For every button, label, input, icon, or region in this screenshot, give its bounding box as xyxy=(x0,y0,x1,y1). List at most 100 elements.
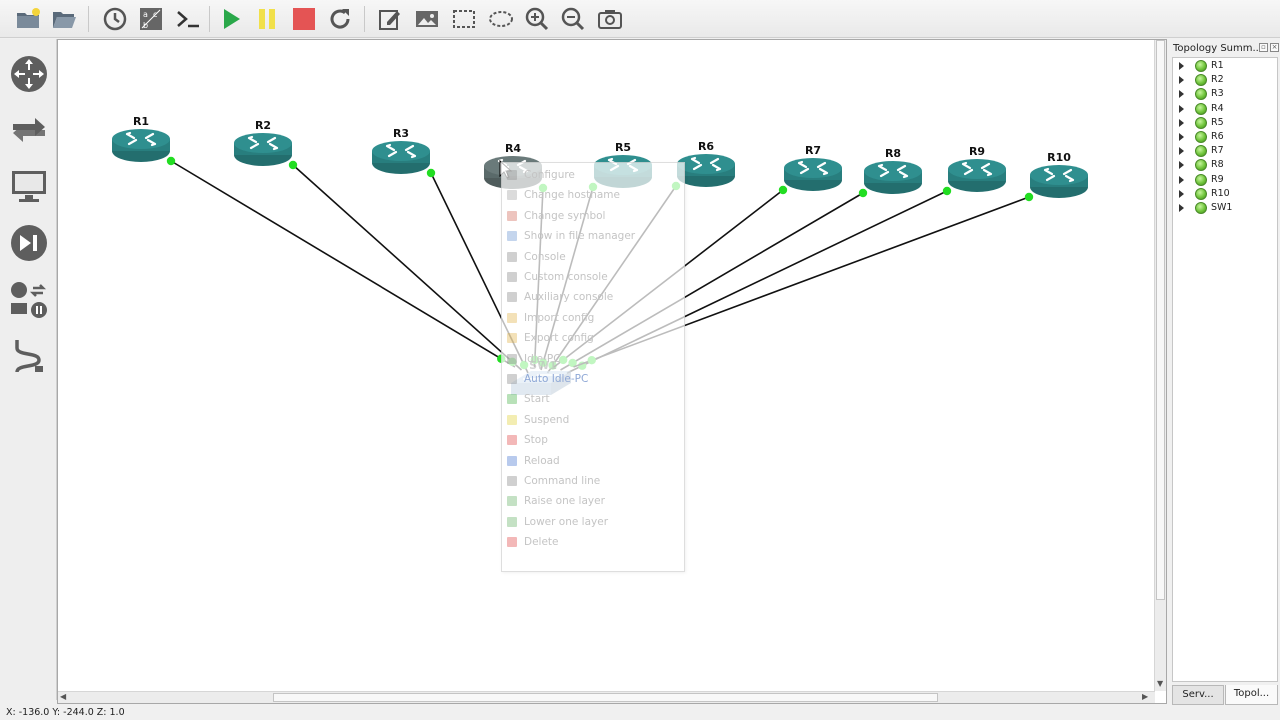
context-menu-item[interactable]: Configure xyxy=(502,165,684,185)
context-menu-item[interactable]: Suspend xyxy=(502,410,684,430)
router-node[interactable]: R6 xyxy=(677,140,735,187)
router-node[interactable]: R9 xyxy=(948,145,1006,192)
link-status-dot xyxy=(166,156,176,166)
context-menu-item[interactable]: Auto Idle-PC xyxy=(502,369,684,389)
context-menu-item[interactable]: Import config xyxy=(502,308,684,328)
expand-arrow-icon[interactable] xyxy=(1179,175,1184,184)
menu-item-icon xyxy=(507,476,517,486)
context-menu-item[interactable]: Custom console xyxy=(502,267,684,287)
draw-ellipse-button[interactable] xyxy=(485,3,517,35)
expand-arrow-icon[interactable] xyxy=(1179,161,1184,170)
tab-topology[interactable]: Topol... xyxy=(1225,685,1278,705)
tree-item[interactable]: R4 xyxy=(1173,102,1277,116)
router-node[interactable]: R1 xyxy=(112,115,170,162)
tree-item[interactable]: R10 xyxy=(1173,187,1277,201)
vertical-scrollbar[interactable]: ▼ xyxy=(1154,40,1166,691)
link-line[interactable] xyxy=(292,164,523,371)
context-menu-item[interactable]: Change symbol xyxy=(502,206,684,226)
context-menu-item[interactable]: Stop xyxy=(502,430,684,450)
expand-arrow-icon[interactable] xyxy=(1179,204,1184,212)
new-project-button[interactable] xyxy=(12,3,44,35)
tree-item[interactable]: R5 xyxy=(1173,116,1277,130)
router-node[interactable]: R2 xyxy=(234,119,292,166)
menu-item-icon xyxy=(507,537,517,548)
start-all-button[interactable] xyxy=(215,3,247,35)
tree-item[interactable]: R2 xyxy=(1173,73,1277,87)
expand-arrow-icon[interactable] xyxy=(1179,90,1184,99)
tree-item[interactable]: R3 xyxy=(1173,87,1277,101)
tree-item[interactable]: R6 xyxy=(1173,130,1277,144)
context-menu-item[interactable]: Raise one layer xyxy=(502,491,684,511)
router-node[interactable]: R10 xyxy=(1030,151,1088,198)
insert-picture-button[interactable] xyxy=(411,3,443,35)
context-menu-item[interactable]: Command line xyxy=(502,471,684,491)
console-all-button[interactable] xyxy=(172,3,204,35)
menu-item-label: Console xyxy=(524,250,566,263)
suspend-all-button[interactable] xyxy=(251,3,283,35)
reload-all-button[interactable] xyxy=(324,3,356,35)
vertical-scroll-thumb[interactable] xyxy=(1156,40,1165,600)
tree-item-label: R3 xyxy=(1211,88,1224,100)
horizontal-scrollbar[interactable]: ◀ ▶ xyxy=(58,691,1155,703)
tree-item[interactable]: SW1 xyxy=(1173,201,1277,215)
menu-item-label: Command line xyxy=(524,475,601,487)
snapshot-button[interactable] xyxy=(99,3,131,35)
browse-end-devices-button[interactable] xyxy=(8,165,50,207)
expand-arrow-icon[interactable] xyxy=(1179,76,1184,85)
tree-item[interactable]: R8 xyxy=(1173,158,1277,172)
scroll-right-arrow[interactable]: ▶ xyxy=(1142,692,1149,701)
add-note-button[interactable] xyxy=(374,3,406,35)
context-menu-item[interactable]: Start xyxy=(502,389,684,409)
open-project-button[interactable] xyxy=(48,3,80,35)
expand-arrow-icon[interactable] xyxy=(1179,118,1184,127)
context-menu-item[interactable]: Auxiliary console xyxy=(502,287,684,307)
horizontal-scroll-thumb[interactable] xyxy=(273,693,938,702)
context-menu-item[interactable]: Export config xyxy=(502,328,684,348)
browse-routers-button[interactable] xyxy=(8,53,50,95)
router-node[interactable]: R7 xyxy=(784,144,842,191)
router-label: R6 xyxy=(698,140,714,153)
context-menu-item[interactable]: Delete xyxy=(502,532,684,552)
context-menu-item[interactable]: Reload xyxy=(502,451,684,471)
router-node[interactable]: R3 xyxy=(372,127,430,174)
stop-icon xyxy=(293,8,315,30)
dock-float-icon[interactable]: ▫ xyxy=(1259,43,1268,52)
tree-item[interactable]: R7 xyxy=(1173,144,1277,158)
show-interface-labels-button[interactable]: acb xyxy=(135,3,167,35)
tree-item[interactable]: R1 xyxy=(1173,59,1277,73)
draw-rectangle-button[interactable] xyxy=(448,3,480,35)
context-menu-item[interactable]: Lower one layer xyxy=(502,512,684,532)
scroll-left-arrow[interactable]: ◀ xyxy=(60,692,67,701)
browse-all-devices-button[interactable] xyxy=(8,279,50,321)
link-line[interactable] xyxy=(170,160,516,368)
menu-item-label: Auxiliary console xyxy=(524,291,614,304)
expand-arrow-icon[interactable] xyxy=(1179,189,1184,198)
screenshot-button[interactable] xyxy=(594,3,626,35)
scroll-down-arrow[interactable]: ▼ xyxy=(1157,679,1164,688)
dock-close-icon[interactable]: × xyxy=(1270,43,1279,52)
expand-arrow-icon[interactable] xyxy=(1179,104,1184,113)
expand-arrow-icon[interactable] xyxy=(1179,147,1184,156)
browse-switches-button[interactable] xyxy=(8,109,50,151)
context-menu-item[interactable]: Idle-PC xyxy=(502,349,684,369)
context-menu-item[interactable]: Change hostname xyxy=(502,185,684,205)
zoom-out-button[interactable] xyxy=(557,3,589,35)
stop-all-button[interactable] xyxy=(288,3,320,35)
context-menu-item[interactable]: Console xyxy=(502,247,684,267)
menu-item-label: Auto Idle-PC xyxy=(524,373,589,385)
expand-arrow-icon[interactable] xyxy=(1179,62,1184,70)
zoom-in-icon xyxy=(525,7,549,31)
tree-item[interactable]: R9 xyxy=(1173,173,1277,187)
zoom-in-button[interactable] xyxy=(521,3,553,35)
camera-icon xyxy=(598,10,622,29)
tab-servers[interactable]: Serv... xyxy=(1172,685,1224,705)
browse-security-devices-button[interactable] xyxy=(8,222,50,264)
add-link-button[interactable] xyxy=(8,335,50,377)
menu-item-icon xyxy=(507,516,517,527)
link-status-dot xyxy=(858,188,868,198)
router-node[interactable]: R8 xyxy=(864,147,922,194)
context-menu-item[interactable]: Show in file manager xyxy=(502,226,684,246)
expand-arrow-icon[interactable] xyxy=(1179,133,1184,141)
